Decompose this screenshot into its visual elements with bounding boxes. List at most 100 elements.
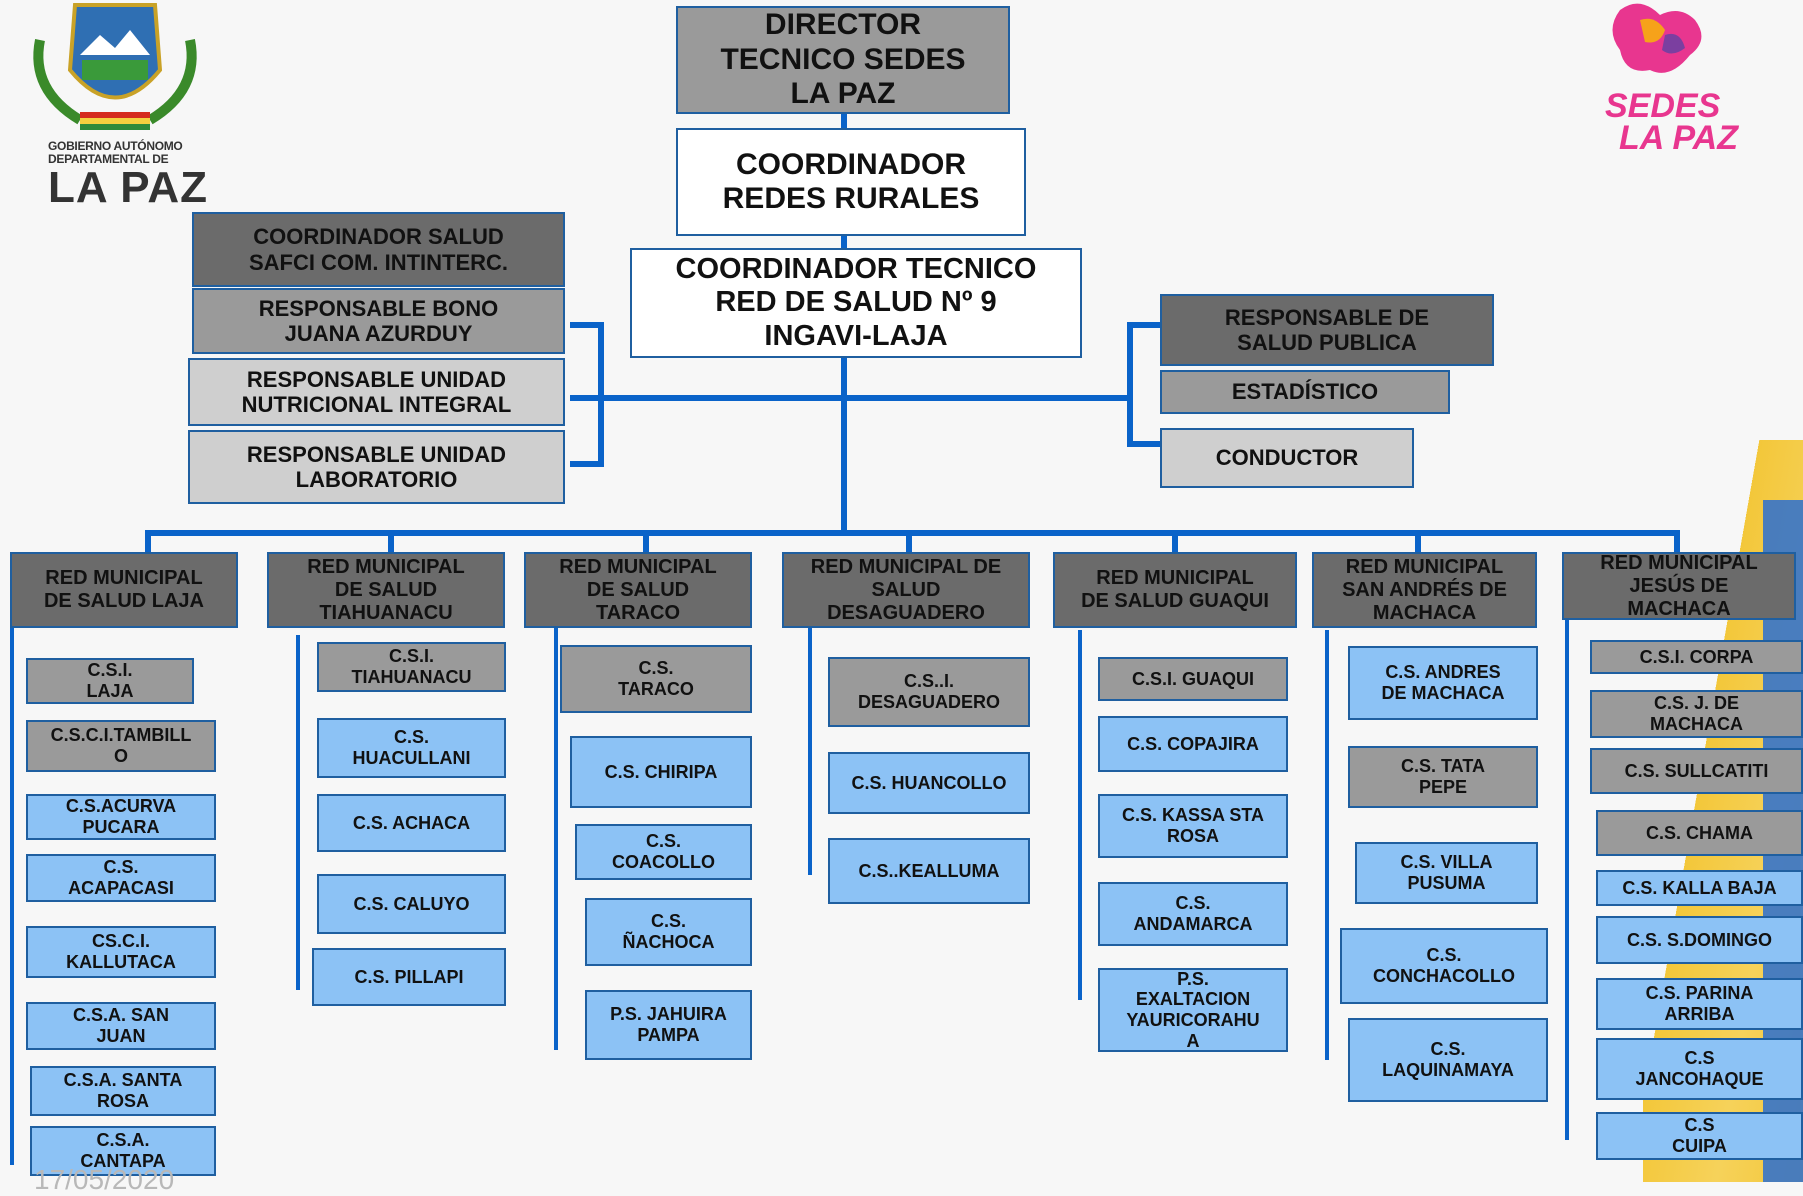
network-horizontal-connector xyxy=(145,530,1680,536)
center-box: C.S.I. GUAQUI xyxy=(1098,657,1288,701)
center-box: C.S. ÑACHOCA xyxy=(585,898,752,966)
staff-conductor-box: CONDUCTOR xyxy=(1160,428,1414,488)
center-box: C.S. SULLCATITI xyxy=(1590,748,1803,794)
center-label: C.S. KALLA BAJA xyxy=(1622,877,1777,898)
center-box: C.S. KASSA STA ROSA xyxy=(1098,794,1288,858)
center-box: C.S. CHAMA xyxy=(1596,810,1803,856)
column-line-4 xyxy=(808,610,812,875)
center-box: C.S.C.I.TAMBILL O xyxy=(26,720,216,772)
center-label: P.S. JAHUIRA PAMPA xyxy=(610,1004,727,1045)
column-line-7 xyxy=(1565,615,1569,1140)
center-box: C.S. VILLA PUSUMA xyxy=(1355,842,1538,904)
center-label: C.S. CONCHACOLLO xyxy=(1373,945,1515,986)
center-box: C.S.I. CORPA xyxy=(1590,640,1803,674)
center-box: C.S.A. SAN JUAN xyxy=(26,1002,216,1050)
center-label: C.S. ANDAMARCA xyxy=(1133,893,1253,934)
network-header-tiahuanacu: RED MUNICIPAL DE SALUD TIAHUANACU xyxy=(267,552,505,628)
coordinador-redes-label: COORDINADOR REDES RURALES xyxy=(722,147,980,216)
logo-left-text: GOBIERNO AUTÓNOMO DEPARTAMENTAL DE LA PA… xyxy=(48,140,208,211)
center-box: C.S CUIPA xyxy=(1596,1112,1803,1160)
center-label: P.S. EXALTACION YAURICORAHU A xyxy=(1126,968,1260,1051)
center-box: P.S. JAHUIRA PAMPA xyxy=(585,990,752,1060)
network-name-guaqui: RED MUNICIPAL DE SALUD GUAQUI xyxy=(1081,567,1269,612)
center-label: C.S CUIPA xyxy=(1672,1115,1727,1156)
center-label: C.S. CHIRIPA xyxy=(604,761,718,782)
center-label: C.S. PILLAPI xyxy=(354,966,464,987)
staff-safci-label: COORDINADOR SALUD SAFCI COM. INTINTERC. xyxy=(248,224,509,275)
center-box: C.S. HUACULLANI xyxy=(317,718,506,778)
staff-horizontal-connector xyxy=(570,395,1130,401)
center-label: C.S. PARINA ARRIBA xyxy=(1645,983,1754,1024)
network-name-tiahuanacu: RED MUNICIPAL DE SALUD TIAHUANACU xyxy=(307,555,465,624)
network-header-guaqui: RED MUNICIPAL DE SALUD GUAQUI xyxy=(1053,552,1297,628)
center-label: C.S.A. SAN JUAN xyxy=(72,1005,169,1046)
center-label: C.S. COACOLLO xyxy=(612,831,715,872)
center-box: C.S.A. CANTAPA xyxy=(30,1126,216,1176)
logo-right-line1: SEDES xyxy=(1605,87,1721,125)
center-label: C.S. CALUYO xyxy=(353,893,470,914)
sedes-la-paz-logo: SEDES LA PAZ xyxy=(1600,0,1740,160)
center-box: C.S. ACHACA xyxy=(317,794,506,852)
center-label: C.S..KEALLUMA xyxy=(858,860,1000,881)
logo-left-line1: GOBIERNO AUTÓNOMO xyxy=(48,139,183,153)
coordinador-redes-box: COORDINADOR REDES RURALES xyxy=(676,128,1026,236)
coat-of-arms-icon xyxy=(33,2,197,130)
center-label: C.S. KASSA STA ROSA xyxy=(1121,805,1264,846)
center-box: C.S. PARINA ARRIBA xyxy=(1596,978,1803,1030)
network-header-laja: RED MUNICIPAL DE SALUD LAJA xyxy=(10,552,238,628)
network-header-taraco: RED MUNICIPAL DE SALUD TARACO xyxy=(524,552,752,628)
center-label: C.S.C.I.TAMBILL O xyxy=(50,725,192,766)
footer-date: 17/05/2020 xyxy=(34,1164,175,1195)
center-box: C.S.A. SANTA ROSA xyxy=(30,1066,216,1116)
staff-conductor-label: CONDUCTOR xyxy=(1215,445,1359,471)
column-line-6 xyxy=(1325,630,1329,1060)
staff-bono-label: RESPONSABLE BONO JUANA AZURDUY xyxy=(258,295,499,346)
center-label: C.S.I. CORPA xyxy=(1639,646,1754,667)
center-box: C.S.I. TIAHUANACU xyxy=(317,642,506,692)
center-label: C.S.I. TIAHUANACU xyxy=(351,646,472,687)
network-name-desaguadero: RED MUNICIPAL DE SALUD DESAGUADERO xyxy=(810,555,1002,624)
staff-bono-box: RESPONSABLE BONO JUANA AZURDUY xyxy=(192,288,565,354)
center-box: C.S. S.DOMINGO xyxy=(1596,916,1803,964)
center-box: C.S. COACOLLO xyxy=(575,824,752,880)
center-box: C.S. J. DE MACHACA xyxy=(1590,690,1803,738)
center-box: C.S. CHIRIPA xyxy=(570,736,752,808)
center-box: C.S.I. LAJA xyxy=(26,658,194,704)
staff-estadistico-box: ESTADÍSTICO xyxy=(1160,370,1450,414)
drop-line-5 xyxy=(1172,530,1178,552)
center-label: C.S. COPAJIRA xyxy=(1127,733,1259,754)
gobierno-la-paz-logo: GOBIERNO AUTÓNOMO DEPARTAMENTAL DE LA PA… xyxy=(20,0,210,220)
network-name-jesus: RED MUNICIPAL JESÚS DE MACHACA xyxy=(1600,552,1758,620)
network-name-taraco: RED MUNICIPAL DE SALUD TARACO xyxy=(559,555,717,624)
drop-line-6 xyxy=(1415,530,1421,552)
center-box: C.S. CONCHACOLLO xyxy=(1340,928,1548,1004)
center-box: C.S. HUANCOLLO xyxy=(828,752,1030,814)
logo-right-line2: LA PAZ xyxy=(1619,119,1738,158)
left-staff-bracket xyxy=(598,322,604,467)
drop-line-3 xyxy=(643,530,649,552)
staff-salud-publica-box: RESPONSABLE DE SALUD PUBLICA xyxy=(1160,294,1494,366)
right-bracket-bottom xyxy=(1127,441,1161,447)
left-bracket-bottom xyxy=(570,461,604,467)
center-label: C.S. CHAMA xyxy=(1646,822,1753,843)
center-box: CS.C.I. KALLUTACA xyxy=(26,926,216,978)
center-box: C.S. ANDAMARCA xyxy=(1098,882,1288,946)
staff-nutricional-label: RESPONSABLE UNIDAD NUTRICIONAL INTEGRAL xyxy=(241,366,512,417)
column-line-5 xyxy=(1078,630,1082,1000)
center-label: C.S..I. DESAGUADERO xyxy=(857,671,1000,712)
staff-safci-box: COORDINADOR SALUD SAFCI COM. INTINTERC. xyxy=(192,212,565,287)
center-label: C.S.I. GUAQUI xyxy=(1131,668,1254,689)
network-header-san-andres: RED MUNICIPAL SAN ANDRÉS DE MACHACA xyxy=(1312,552,1537,628)
network-header-jesus: RED MUNICIPAL JESÚS DE MACHACA xyxy=(1562,552,1796,620)
drop-line-7 xyxy=(1674,530,1680,552)
center-label: C.S. ÑACHOCA xyxy=(622,911,715,952)
network-name-san-andres: RED MUNICIPAL SAN ANDRÉS DE MACHACA xyxy=(1342,555,1507,624)
center-box: C.S. LAQUINAMAYA xyxy=(1348,1018,1548,1102)
center-box: C.S. COPAJIRA xyxy=(1098,716,1288,772)
column-line-2 xyxy=(296,635,300,990)
center-label: C.S.A. SANTA ROSA xyxy=(63,1070,183,1111)
center-label: C.S. ACHACA xyxy=(352,812,471,833)
center-box: C.S..KEALLUMA xyxy=(828,838,1030,904)
network-header-desaguadero: RED MUNICIPAL DE SALUD DESAGUADERO xyxy=(782,552,1030,628)
center-box: P.S. EXALTACION YAURICORAHU A xyxy=(1098,968,1288,1052)
